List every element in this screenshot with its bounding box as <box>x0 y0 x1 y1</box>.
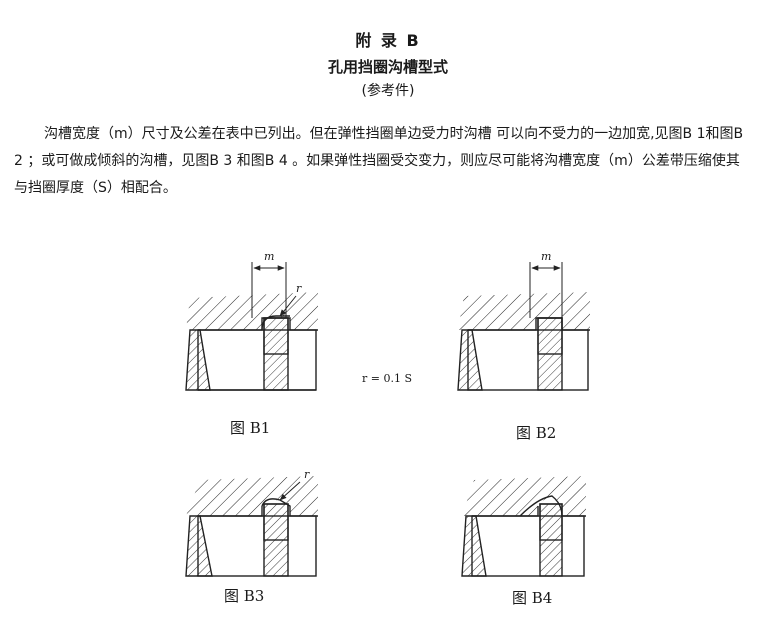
caption-b2: 图 B2 <box>516 424 557 442</box>
appendix-note: (参考件) <box>361 83 415 99</box>
b1-radius-label: r <box>296 282 302 295</box>
b2-dim-label: m <box>541 250 552 263</box>
appendix-title: 孔用挡圈沟槽型式 <box>327 58 448 76</box>
body-text: 沟槽宽度（m）尺寸及公差在表中已列出。但在弹性挡圈单边受力时沟槽 可以向不受力的… <box>14 126 744 196</box>
b1-dim-label: m <box>264 250 275 263</box>
figure-b4 <box>461 476 586 577</box>
radius-formula: r = 0.1 S <box>362 372 412 385</box>
appendix-heading: 附 录 B <box>355 31 421 50</box>
figure-b1 <box>185 262 318 391</box>
caption-b1: 图 B1 <box>230 419 271 437</box>
caption-b4: 图 B4 <box>512 589 553 607</box>
figure-b2 <box>457 262 590 391</box>
caption-b3: 图 B3 <box>224 587 265 605</box>
b3-radius-label: r <box>304 468 310 481</box>
figure-b3 <box>185 476 318 577</box>
body-paragraph: 沟槽宽度（m）尺寸及公差在表中已列出。但在弹性挡圈单边受力时沟槽 可以向不受力的… <box>14 121 749 202</box>
